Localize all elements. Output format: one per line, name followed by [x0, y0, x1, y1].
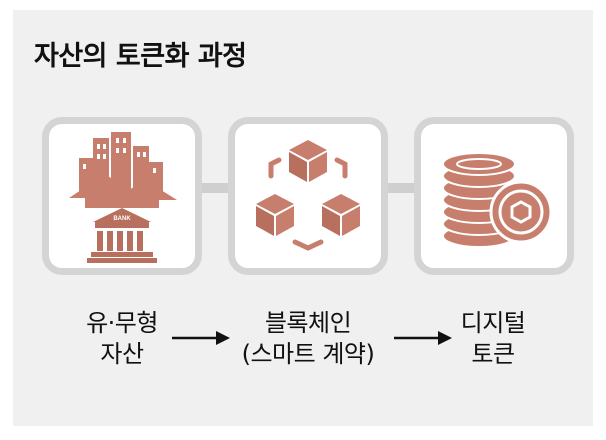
step-card-asset: BANK [42, 117, 202, 275]
arrow-right-icon [172, 331, 230, 345]
diagram-title: 자산의 토큰화 과정 [34, 41, 247, 72]
step-label-blockchain: 블록체인 (스마트 계약) [223, 308, 393, 370]
coin-stack-icon [442, 152, 553, 248]
blockchain-cubes-icon [256, 140, 360, 251]
arrow-right-icon [394, 331, 452, 345]
step-card-blockchain [228, 117, 388, 275]
card-connector [200, 183, 232, 193]
step-label-line1: 블록체인 [264, 309, 352, 337]
step-label-line2: (스마트 계약) [241, 340, 375, 368]
step-label-asset: 유·무형 자산 [52, 308, 192, 370]
step-label-line2: 자산 [100, 340, 144, 368]
building-bank-icon: BANK [69, 132, 177, 263]
step-card-token [414, 117, 574, 275]
card-connector [385, 183, 417, 193]
step-label-token: 디지털 토큰 [428, 308, 558, 370]
step-label-line1: 디지털 [460, 309, 526, 337]
bank-badge: BANK [113, 216, 131, 222]
step-label-line2: 토큰 [471, 340, 515, 368]
step-label-line1: 유·무형 [86, 309, 158, 337]
